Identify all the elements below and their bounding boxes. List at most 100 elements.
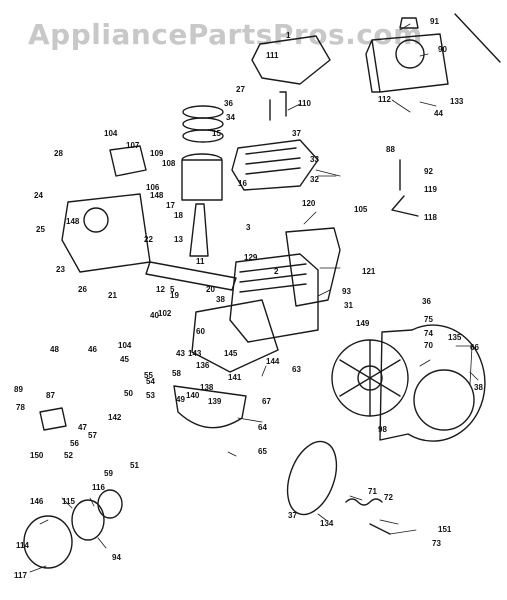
crankcase-left [61,193,151,273]
part-label-p73: 73 [432,539,441,548]
part-label-p115: 115 [62,497,75,506]
part-label-p108: 108 [162,159,176,168]
corner-line [454,13,501,63]
muffler-flange [97,489,123,519]
part-label-p26: 26 [78,285,87,294]
blower-opening [413,369,475,431]
flywheel-fins [339,339,401,417]
part-label-p33: 33 [310,155,319,164]
part-label-p2: 2 [274,267,279,276]
air-cleaner-cap [399,17,419,29]
part-label-p27: 27 [236,85,245,94]
leader-lines [29,23,479,573]
part-label-p89: 89 [14,385,23,394]
part-label-p46: 46 [88,345,97,354]
part-label-p16: 16 [238,179,247,188]
part-label-p60: 60 [196,327,205,336]
part-label-p37b: 37 [288,511,297,520]
gear-segment [173,385,247,429]
part-label-p107: 107 [126,141,140,150]
part-label-p48: 48 [50,345,59,354]
part-label-p15: 15 [212,129,221,138]
part-label-p135: 135 [448,333,462,342]
part-label-p141: 141 [228,373,242,382]
top-plate [251,35,331,85]
part-label-p17: 17 [166,201,175,210]
part-label-p37: 37 [292,129,301,138]
part-label-p58: 58 [172,369,181,378]
part-label-p11: 11 [196,257,205,266]
part-label-p64: 64 [258,423,267,432]
part-label-p104: 104 [104,129,118,138]
part-label-p143: 143 [188,349,202,358]
part-label-p25: 25 [36,225,45,234]
part-label-p36b: 36 [422,297,431,306]
part-label-p55: 55 [144,371,153,380]
part-label-p28: 28 [54,149,63,158]
part-label-p105: 105 [354,205,368,214]
part-label-p3: 3 [246,223,251,232]
part-label-p34: 34 [226,113,235,122]
muffler-cap [23,515,73,569]
part-label-p51: 51 [130,461,139,470]
governor-spring [345,498,391,535]
part-label-p71: 71 [368,487,377,496]
part-label-p98: 98 [378,425,387,434]
part-label-p142: 142 [108,413,122,422]
magneto-cover [39,407,67,431]
part-label-p144: 144 [266,357,280,366]
part-label-p75: 75 [424,315,433,324]
part-label-p93: 93 [342,287,351,296]
part-label-p38b: 38 [474,383,483,392]
part-label-p44: 44 [434,109,443,118]
part-label-p88: 88 [386,145,395,154]
part-label-p72: 72 [384,493,393,502]
part-label-p139: 139 [208,397,222,406]
part-label-p119: 119 [424,185,437,194]
part-label-p31: 31 [344,301,353,310]
part-label-p70: 70 [424,341,433,350]
crankshaft [145,261,237,291]
part-label-p53: 53 [146,391,155,400]
part-label-p54: 54 [146,377,155,386]
part-label-p121: 121 [362,267,376,276]
part-label-p36: 36 [224,99,233,108]
part-label-p94: 94 [112,553,121,562]
part-label-p102: 102 [158,309,172,318]
part-label-p20: 20 [206,285,215,294]
part-label-p49: 49 [176,395,185,404]
part-label-p120: 120 [302,199,316,208]
part-label-p1: 1 [286,31,291,40]
part-label-p24: 24 [34,191,43,200]
part-label-p21: 21 [108,291,117,300]
part-label-p59: 59 [104,469,113,478]
part-label-p146: 146 [30,497,44,506]
part-label-p47: 47 [78,423,87,432]
part-label-p87: 87 [46,391,55,400]
part-label-p32: 32 [310,175,319,184]
part-label-p13: 13 [174,235,183,244]
part-label-p91: 91 [430,17,439,26]
muffler-body [71,499,105,541]
part-label-p148: 148 [66,217,80,226]
part-label-p136: 136 [196,361,210,370]
cylinder-head [231,139,319,191]
part-label-p129: 129 [244,253,258,262]
watermark-text: AppliancePartsPros.com [28,18,423,51]
part-label-p57: 57 [88,431,97,440]
rewind-pulley [286,440,338,516]
part-label-p22: 22 [144,235,153,244]
piston [181,153,223,201]
part-label-p118: 118 [424,213,437,222]
piston-ring-1 [182,105,224,119]
part-label-p63: 63 [292,365,301,374]
part-label-p43: 43 [176,349,185,358]
part-label-p116: 116 [92,483,105,492]
part-label-p56: 56 [70,439,79,448]
connecting-rod [189,203,209,257]
part-label-p18: 18 [174,211,183,220]
part-label-p23: 23 [56,265,65,274]
part-label-p12: 12 [156,285,165,294]
